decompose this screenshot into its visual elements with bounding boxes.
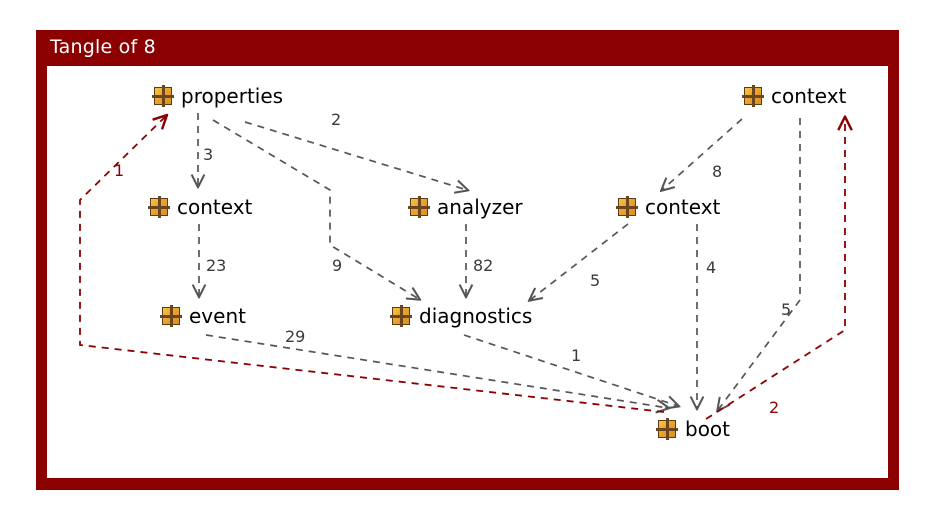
- edge-label-properties-analyzer: 2: [331, 110, 342, 129]
- node-properties[interactable]: properties: [152, 85, 283, 107]
- edge-label-boot-properties: 1: [114, 161, 125, 180]
- node-context-right[interactable]: context: [616, 196, 720, 218]
- node-label: context: [645, 195, 721, 219]
- edge-label-boot-contexttop: 2: [769, 398, 780, 417]
- edge-label-event-boot: 29: [285, 327, 306, 346]
- edge-label-properties-context: 3: [203, 145, 214, 164]
- package-icon: [408, 196, 430, 218]
- node-context-top[interactable]: context: [742, 85, 846, 107]
- edge-label-contexttop-contextright: 8: [712, 162, 723, 181]
- edge-label-context-event: 23: [206, 256, 227, 275]
- package-icon: [616, 196, 638, 218]
- package-icon: [390, 305, 412, 327]
- edge-label-contextright-diagnostics: 5: [590, 271, 601, 290]
- package-icon: [152, 85, 174, 107]
- node-diagnostics[interactable]: diagnostics: [390, 305, 532, 327]
- node-label: diagnostics: [419, 304, 533, 328]
- diagram-title: Tangle of 8: [50, 36, 156, 58]
- node-label: analyzer: [437, 195, 523, 219]
- node-event[interactable]: event: [160, 305, 246, 327]
- node-label: properties: [181, 84, 284, 108]
- node-label: context: [771, 84, 847, 108]
- package-icon: [148, 196, 170, 218]
- node-boot[interactable]: boot: [656, 418, 730, 440]
- edge-label-contexttop-boot: 5: [781, 300, 792, 319]
- package-icon: [160, 305, 182, 327]
- node-label: event: [189, 304, 246, 328]
- edge-label-analyzer-diagnostics: 82: [473, 256, 494, 275]
- edge-label-contextright-boot: 4: [706, 258, 717, 277]
- package-icon: [742, 85, 764, 107]
- diagram-plot-area: [47, 66, 888, 478]
- node-context-left[interactable]: context: [148, 196, 252, 218]
- node-analyzer[interactable]: analyzer: [408, 196, 523, 218]
- node-label: context: [177, 195, 253, 219]
- package-icon: [656, 418, 678, 440]
- node-label: boot: [685, 417, 731, 441]
- edge-label-properties-diagnostics: 9: [332, 256, 343, 275]
- edge-label-diagnostics-boot: 1: [571, 346, 582, 365]
